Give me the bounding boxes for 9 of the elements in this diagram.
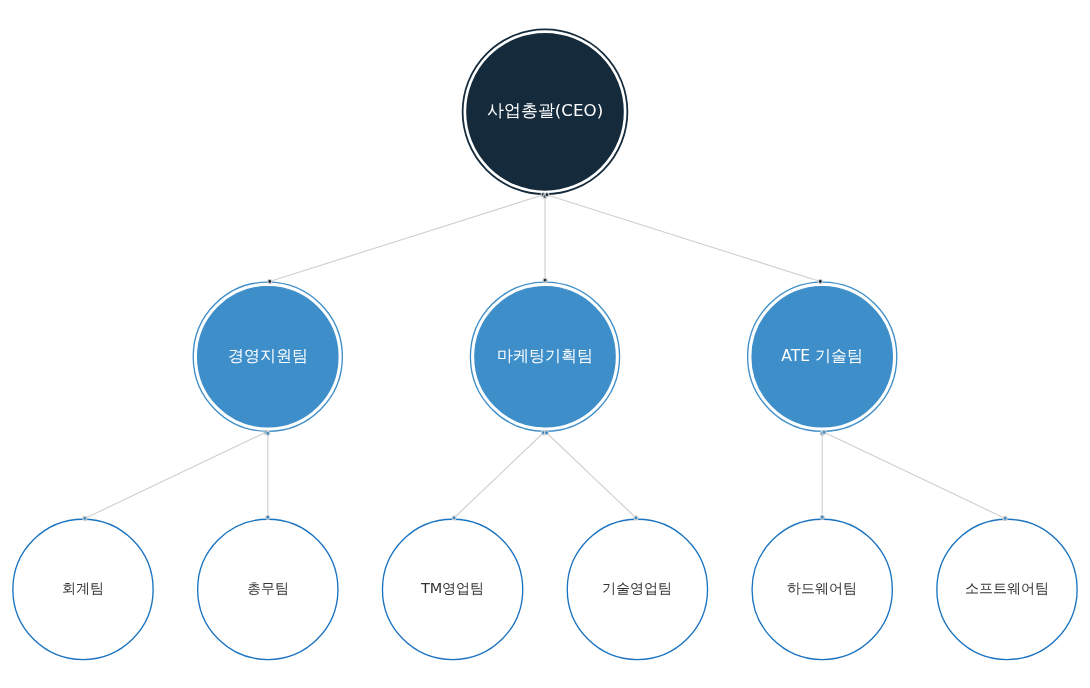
node-circle: ATE 기술팀 — [746, 281, 898, 432]
node-circle: 총무팀 — [197, 518, 339, 660]
node-circle: TM영업팀 — [381, 518, 524, 660]
node-circle: 하드웨어팀 — [751, 518, 893, 660]
node-circle: 기술영업팀 — [566, 518, 709, 660]
node-circle: 경영지원팀 — [192, 281, 344, 432]
node-circle: 회계팀 — [12, 518, 154, 660]
node-circle: 소프트웨어팀 — [936, 518, 1078, 660]
node-circle: 마케팅기획팀 — [469, 281, 621, 432]
